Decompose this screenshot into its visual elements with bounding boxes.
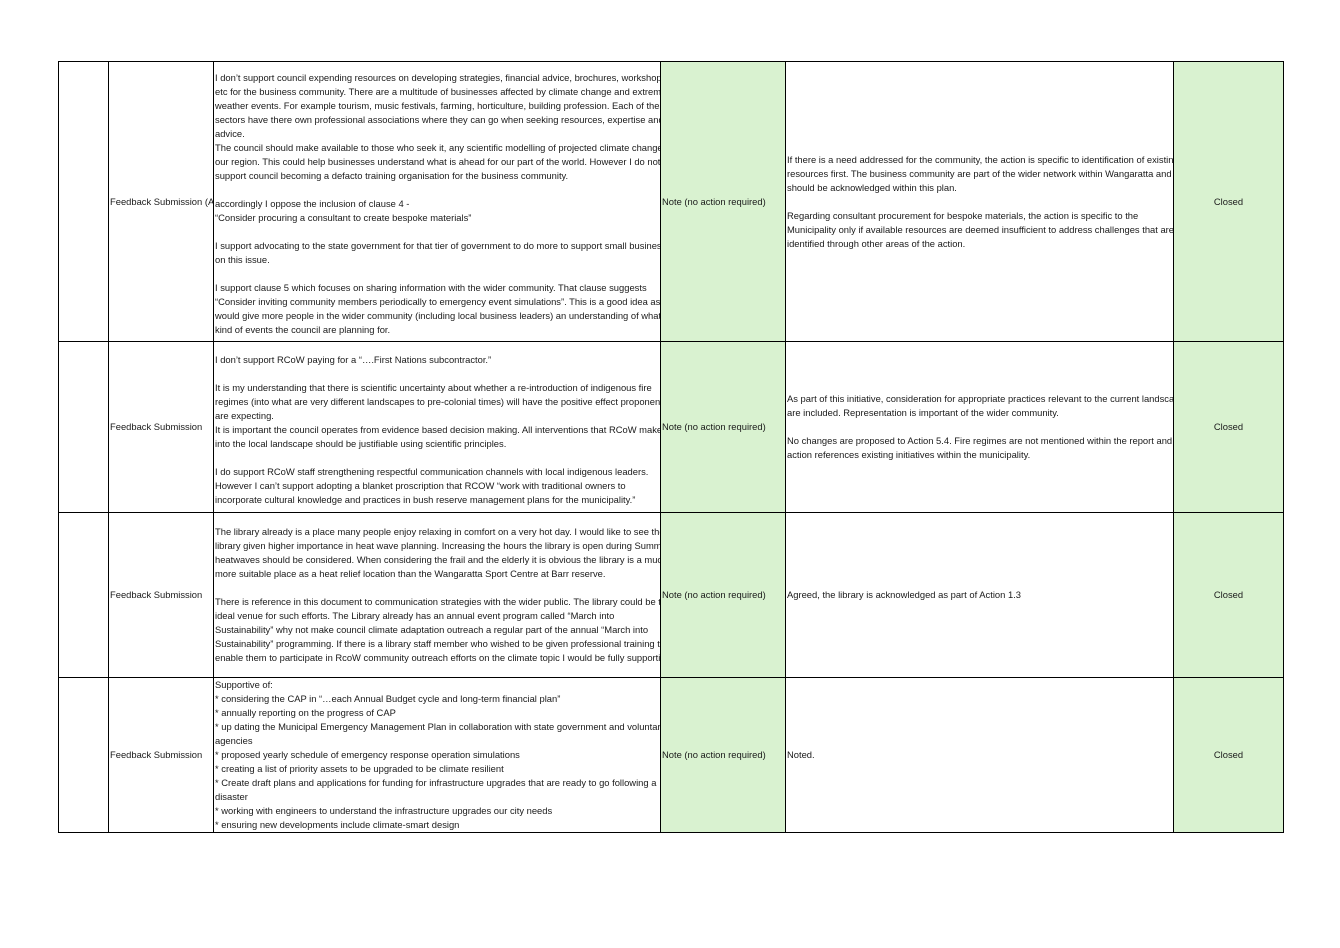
cell-text-line: It is my understanding that there is sci… [215,382,652,393]
cell-text-line [215,581,659,595]
cell-text-line: The library already is a place many peop… [215,526,661,537]
cell-text-line: advice. [215,128,245,139]
submission-type-cell[interactable]: Feedback Submission [108,341,214,513]
cell-text-line: incorporate cultural knowledge and pract… [215,494,636,505]
cell-text-line: However I can’t support adopting a blank… [215,480,626,491]
response-cell[interactable]: Agreed, the library is acknowledged as p… [785,512,1174,678]
cell-text-line: I support advocating to the state govern… [215,240,661,251]
row-id-cell[interactable] [58,677,109,833]
cell-text-line: on this issue. [215,254,270,265]
cell-text-line [215,367,659,381]
cell-text-line: Supportive of: [215,679,273,690]
cell-text-line: If there is a need addressed for the com… [787,153,1174,165]
cell-text-line: resources first. The business community … [787,167,1172,179]
row-id-cell[interactable] [58,341,109,513]
cell-text-line: library given higher importance in heat … [215,540,661,551]
cell-text-line [215,451,659,465]
cell-text-line: enable them to participate in RcoW commu… [215,652,661,663]
submission-type-cell[interactable]: Feedback Submission [108,677,214,833]
cell-text-line: * considering the CAP in “…each Annual B… [215,693,561,704]
cell-text-line: Sustainability” programming. If there is… [215,638,661,649]
cell-text-line: Noted. [787,749,815,760]
cell-text-line: etc for the business community. There ar… [215,86,661,97]
cell-text-line: * up dating the Municipal Emergency Mana… [215,721,661,732]
cell-text-line: Sustainability” why not make council cli… [215,624,649,635]
cell-text-line: identified through other areas of the ac… [787,237,966,249]
cell-text-line: weather events. For example tourism, mus… [215,100,661,111]
cell-text-line: heatwaves should be considered. When con… [215,554,661,565]
cell-text-line: agencies [215,735,253,746]
cell-text-line [215,225,659,239]
cell-text-line: more suitable place as a heat relief loc… [215,568,606,579]
cell-text-line: Agreed, the library is acknowledged as p… [787,589,1021,600]
cell-text-line: “Consider procuring a consultant to crea… [215,212,472,223]
table-row: Feedback Submission I don’t support RCoW… [58,341,1284,513]
cell-text-line [215,267,659,281]
table-row: Feedback Submission (Ac I don’t support … [58,61,1284,342]
cell-text-line: I support clause 5 which focuses on shar… [215,282,647,293]
cell-text-line: Municipality only if available resources… [787,223,1174,235]
response-cell[interactable]: As part of this initiative, consideratio… [785,341,1174,513]
submission-type-cell[interactable]: Feedback Submission [108,512,214,678]
action-cell[interactable]: Note (no action required) [660,512,786,678]
cell-text-line: * ensuring new developments include clim… [215,819,460,830]
response-cell[interactable]: Noted. [785,677,1174,833]
cell-text-line: * Create draft plans and applications fo… [215,777,657,788]
cell-text-line: As part of this initiative, consideratio… [787,393,1174,404]
cell-text-line: Regarding consultant procurement for bes… [787,209,1139,221]
cell-text-line: into the local landscape should be justi… [215,438,507,449]
row-id-cell[interactable] [58,61,109,342]
row-id-cell[interactable] [58,512,109,678]
cell-text-line: kind of events the council are planning … [215,324,391,335]
submission-type-cell[interactable]: Feedback Submission (Ac [108,61,214,342]
action-cell[interactable]: Note (no action required) [660,341,786,513]
cell-text-line: The council should make available to tho… [215,142,661,153]
cell-text-line: No changes are proposed to Action 5.4. F… [787,435,1173,446]
table-row: Feedback Submission The library already … [58,512,1284,678]
cell-text-line: “Consider inviting community members per… [215,296,661,307]
status-cell[interactable]: Closed [1173,61,1284,342]
feedback-table-body: Feedback Submission (Ac I don’t support … [58,61,1284,833]
feedback-table: Feedback Submission (Ac I don’t support … [58,61,1284,833]
comment-cell[interactable]: The library already is a place many peop… [213,512,661,678]
cell-text-line: There is reference in this document to c… [215,596,661,607]
cell-text-line: * working with engineers to understand t… [215,805,553,816]
action-cell[interactable]: Note (no action required) [660,677,786,833]
status-cell[interactable]: Closed [1173,677,1284,833]
cell-text-line: are expecting. [215,410,274,421]
cell-text-line: should be acknowledged within this plan. [787,181,957,193]
cell-text-line: are included. Representation is importan… [787,407,1059,418]
action-cell[interactable]: Note (no action required) [660,61,786,342]
cell-text-line: * proposed yearly schedule of emergency … [215,749,520,760]
status-cell[interactable]: Closed [1173,341,1284,513]
comment-cell[interactable]: I don’t support RCoW paying for a “….Fir… [213,341,661,513]
cell-text-line: ideal venue for such efforts. The Librar… [215,610,615,621]
cell-text-line: disaster [215,791,248,802]
response-cell[interactable]: If there is a need addressed for the com… [785,61,1174,342]
cell-text-line: would give more people in the wider comm… [215,310,661,321]
cell-text-line [787,420,1172,434]
status-cell[interactable]: Closed [1173,512,1284,678]
cell-text-line: regimes (into what are very different la… [215,396,661,407]
cell-text-line: our region. This could help businesses u… [215,156,661,167]
table-row: Feedback Submission Supportive of: * cons… [58,677,1284,833]
cell-text-line: accordingly I oppose the inclusion of cl… [215,198,410,209]
cell-text-line [215,183,659,197]
cell-text-line: * creating a list of priority assets to … [215,763,504,774]
cell-text-line: sectors have there own professional asso… [215,114,661,125]
cell-text-line: support council becoming a defacto train… [215,170,569,181]
comment-cell[interactable]: Supportive of: * considering the CAP in “… [213,677,661,833]
cell-text-line: action references existing initiatives w… [787,449,1031,460]
cell-text-line: I do support RCoW staff strengthening re… [215,466,649,477]
cell-text-line: I don’t support council expending resour… [215,72,661,83]
cell-text-line [787,195,1172,209]
cell-text-line: * annually reporting on the progress of … [215,707,396,718]
cell-text-line: I don’t support RCoW paying for a “….Fir… [215,354,492,365]
cell-text-line: It is important the council operates fro… [215,424,661,435]
comment-cell[interactable]: I don’t support council expending resour… [213,61,661,342]
